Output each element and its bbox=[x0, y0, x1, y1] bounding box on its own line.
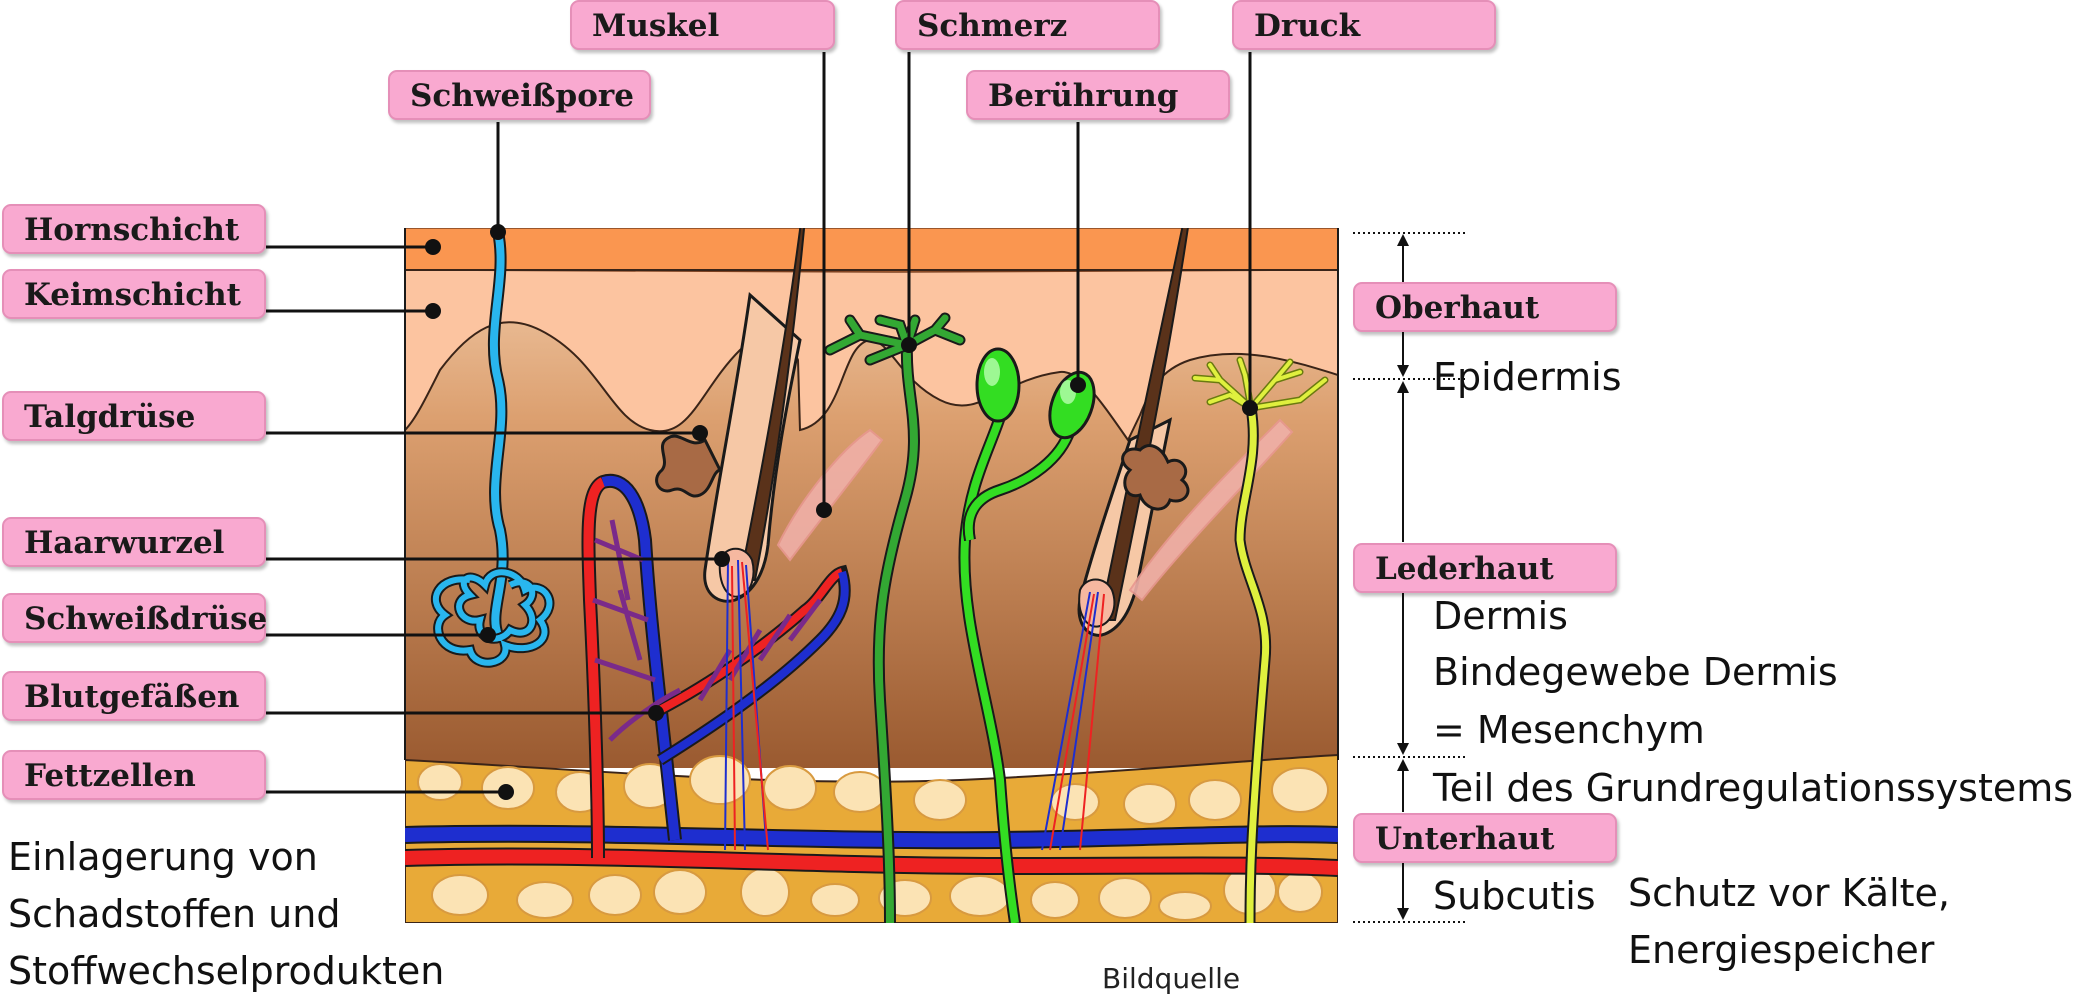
label-haarwurzel: Haarwurzel bbox=[2, 517, 266, 567]
label-fettzellen: Fettzellen bbox=[2, 750, 266, 800]
source-link[interactable]: Bildquelle bbox=[1102, 962, 1240, 995]
subcutis-function-2: Energiespeicher bbox=[1628, 922, 1934, 979]
label-talgdruese: Talgdrüse bbox=[2, 391, 266, 441]
label-blutgefaesse: Blutgefäßen bbox=[2, 671, 266, 721]
dermis-note-4: Teil des Grundregulationssystems bbox=[1433, 760, 2073, 817]
label-beruehrung: Berührung bbox=[966, 70, 1230, 120]
label-hornschicht: Hornschicht bbox=[2, 204, 266, 254]
subcutis-note: Subcutis bbox=[1433, 868, 1596, 925]
dermis-note-1: Dermis bbox=[1433, 588, 1568, 645]
label-muskel: Muskel bbox=[570, 0, 835, 50]
main-vein bbox=[405, 834, 1338, 840]
label-lederhaut: Lederhaut bbox=[1353, 543, 1617, 593]
label-keimschicht: Keimschicht bbox=[2, 269, 266, 319]
annotation-line-1: Einlagerung von bbox=[8, 829, 318, 886]
epidermis-note: Epidermis bbox=[1433, 349, 1622, 406]
label-druck: Druck bbox=[1232, 0, 1496, 50]
skin-block bbox=[405, 100, 1338, 923]
label-schmerz: Schmerz bbox=[895, 0, 1160, 50]
dermis-note-2: Bindegewebe Dermis bbox=[1433, 644, 1838, 701]
annotation-line-2: Schadstoffen und bbox=[8, 886, 340, 943]
horn-layer bbox=[405, 228, 1338, 272]
annotation-line-3: Stoffwechselprodukten bbox=[8, 943, 444, 1000]
label-oberhaut: Oberhaut bbox=[1353, 282, 1617, 332]
label-schweisspore: Schweißpore bbox=[388, 70, 651, 120]
dermis-note-3: = Mesenchym bbox=[1433, 702, 1705, 759]
label-schweissdruese: Schweißdrüse bbox=[2, 593, 266, 643]
label-unterhaut: Unterhaut bbox=[1353, 813, 1617, 863]
subcutis-function-1: Schutz vor Kälte, bbox=[1628, 865, 1950, 922]
